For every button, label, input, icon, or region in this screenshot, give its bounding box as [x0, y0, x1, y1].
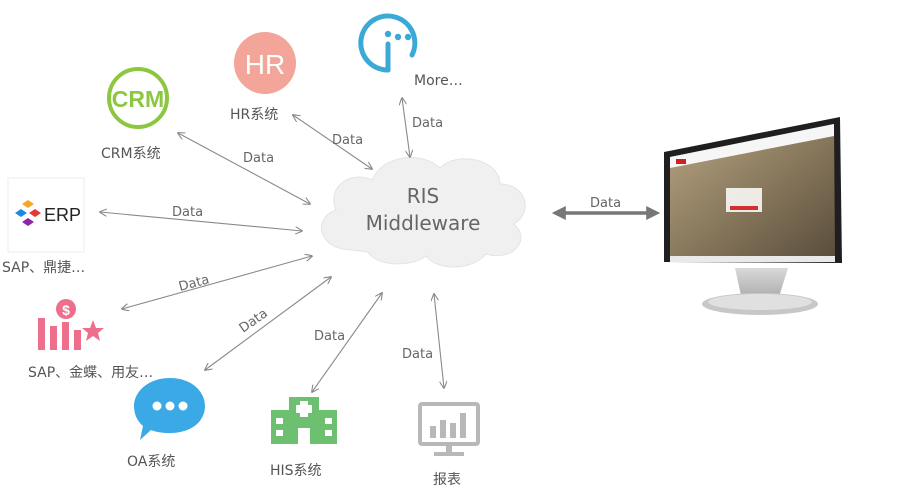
edge-label-his: Data [314, 329, 345, 344]
finance-logo-text: $ [62, 302, 70, 318]
more-icon [358, 13, 418, 73]
hr-icon: HR [234, 32, 296, 94]
edge-label-report: Data [402, 347, 433, 362]
hr-logo-text: HR [245, 49, 285, 80]
edge-crm [178, 133, 310, 204]
edge-finance [122, 256, 312, 309]
crm-label: CRM系统 [101, 146, 161, 162]
his-label: HIS系统 [270, 463, 322, 479]
edge-label-oa: Data [237, 306, 271, 336]
report-label: 报表 [433, 472, 461, 488]
edge-label-more: Data [412, 116, 443, 131]
edge-hr [293, 115, 372, 169]
report-chart-icon [418, 402, 480, 456]
erp-logo-text: ERP [44, 205, 81, 225]
monitor-icon [664, 117, 842, 315]
more-label: More… [414, 73, 463, 89]
edge-oa [205, 277, 331, 370]
erp-label: SAP、鼎捷… [2, 260, 86, 276]
oa-label: OA系统 [127, 454, 176, 470]
erp-icon: ERP [7, 177, 85, 253]
hr-label: HR系统 [230, 107, 279, 123]
edge-label-monitor: Data [590, 196, 621, 211]
edge-more [402, 98, 410, 157]
finance-chart-icon: $ [38, 299, 104, 350]
connectors [100, 98, 444, 392]
crm-logo-text: CRM [112, 86, 164, 112]
chat-bubble-icon [134, 378, 205, 440]
edge-label-finance: Data [177, 272, 211, 295]
finance-label: SAP、金蝶、用友… [28, 365, 154, 381]
crm-icon: CRM [107, 67, 169, 129]
hub-title-line1: RIS [407, 184, 440, 208]
hospital-icon [271, 397, 337, 444]
ris-middleware-cloud: RIS Middleware [320, 157, 526, 268]
edge-label-crm: Data [243, 151, 274, 166]
edge-his [312, 293, 382, 392]
edge-report [434, 294, 444, 388]
edge-erp [100, 212, 302, 231]
edge-label-hr: Data [332, 133, 363, 148]
edge-label-erp: Data [172, 205, 203, 220]
hub-title-line2: Middleware [366, 211, 481, 235]
